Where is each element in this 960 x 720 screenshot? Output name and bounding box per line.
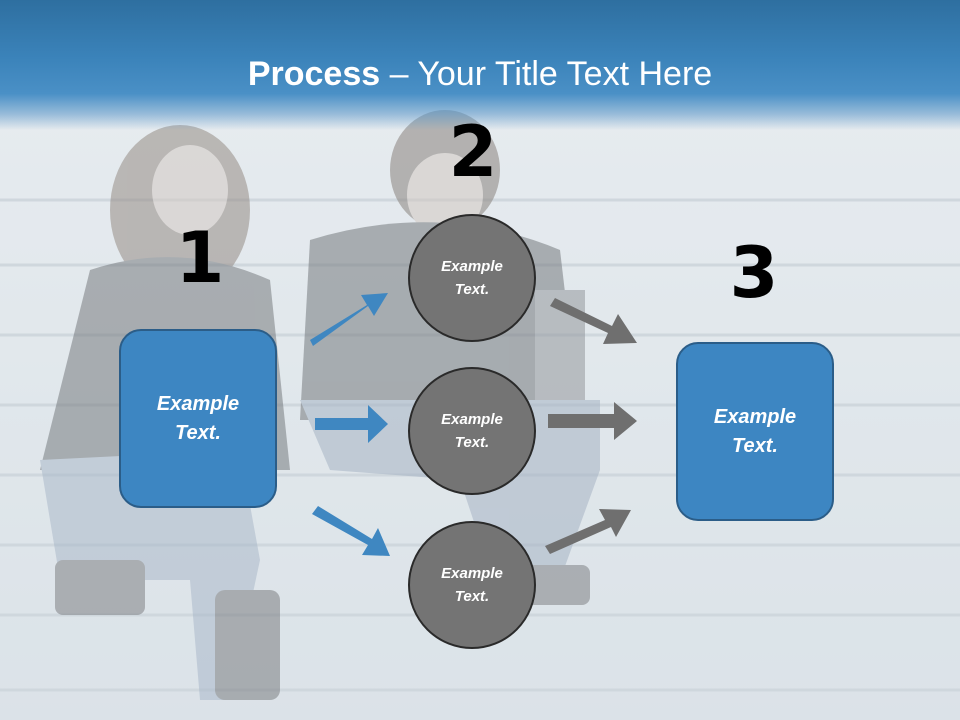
slide-title: Process – Your Title Text Here [0,52,960,96]
circle-text: Example Text. [441,565,503,605]
title-band [0,0,960,130]
arrows-gray [545,298,637,554]
step-3-text: Example Text. [713,405,797,457]
person-left [40,125,290,700]
step-2-circle-bottom: Example Text. [408,521,536,649]
circle-text: Example Text. [441,411,503,451]
step-2-circle-middle: Example Text. [408,367,536,495]
title-rest: – Your Title Text Here [380,55,713,93]
step-number-1: 1 [175,217,225,299]
arrow-icon [545,509,631,554]
step-number-3: 3 [729,232,779,314]
step-1-text: Example Text. [156,392,240,444]
arrow-icon [550,298,637,344]
arrow-icon [315,405,388,443]
step-2-circle-top: Example Text. [408,214,536,342]
arrows-blue [310,293,390,556]
title-bold: Process [247,55,381,93]
step-1-box: Example Text. [119,329,277,508]
step-3-box: Example Text. [676,342,834,521]
circle-text: Example Text. [441,258,503,298]
arrow-icon [312,506,390,556]
step-number-2: 2 [448,111,498,193]
arrow-icon [310,293,388,346]
arrow-icon [548,402,637,440]
